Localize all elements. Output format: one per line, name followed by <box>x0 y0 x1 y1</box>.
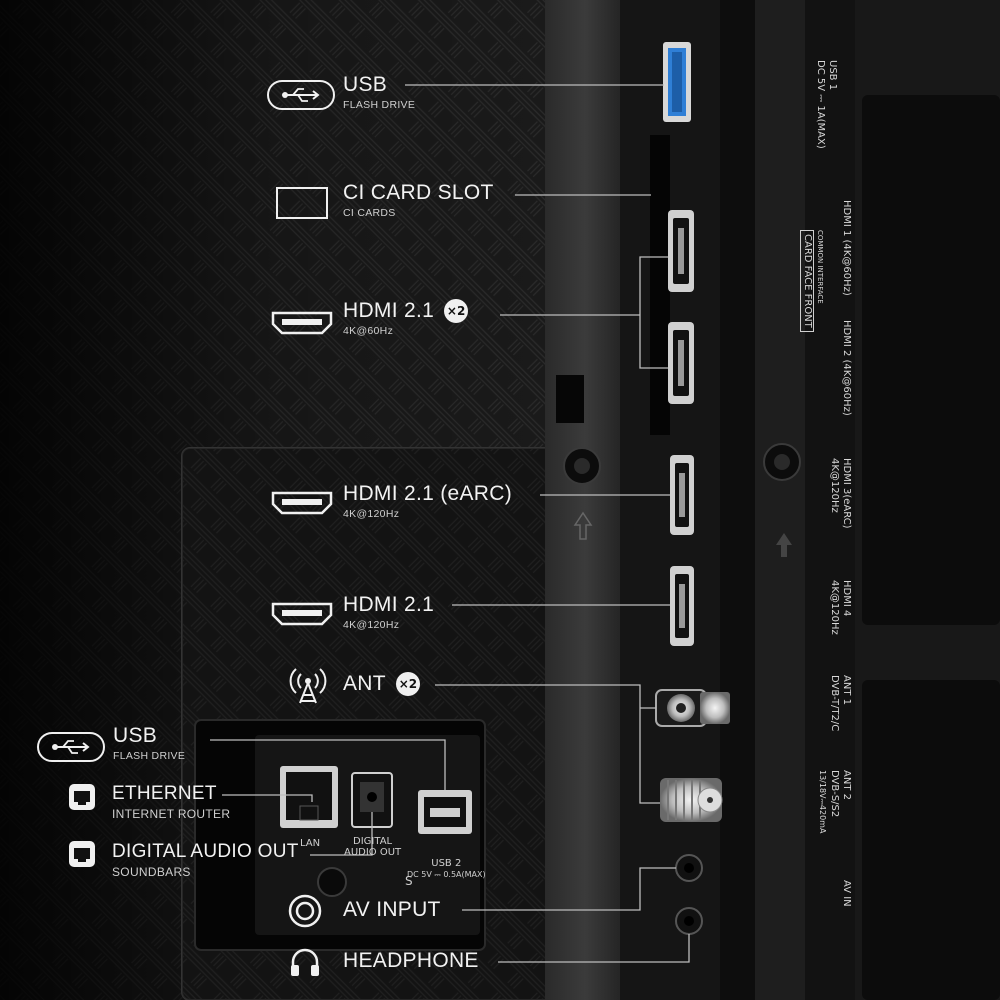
ant1-print: ANT 1 DVB-T/T2/C <box>828 675 852 731</box>
digital-audio-subtitle: SOUNDBARS <box>112 865 191 879</box>
av-input-label: AV INPUT <box>343 898 441 922</box>
headphone-title: HEADPHONE <box>343 949 479 972</box>
ant1-print-line2: DVB-T/T2/C <box>829 675 840 732</box>
hdmi-120-title: HDMI 2.1 <box>343 593 435 616</box>
hdmi1-port <box>668 210 694 292</box>
headphone-label: HEADPHONE <box>343 949 479 973</box>
hdmi1-print-text: HDMI 1 (4K@60Hz) <box>841 200 852 296</box>
digital-audio-title: DIGITAL AUDIO OUT <box>112 841 299 862</box>
optical-port <box>351 772 393 828</box>
ant-count-badge: ×2 <box>395 672 420 696</box>
ant2-connector <box>660 778 723 822</box>
hdmi2-print-text: HDMI 2 (4K@60Hz) <box>841 320 852 416</box>
ant2-print-line1: ANT 2 <box>841 770 852 800</box>
usb2-port <box>418 790 472 834</box>
hdmi4-port <box>670 566 694 646</box>
hdmi-60-label: HDMI 2.1 ×2 4K@60Hz <box>343 299 469 337</box>
usb-icon <box>267 80 335 110</box>
av-in-print: AV IN <box>840 880 852 907</box>
s-mark-text: S <box>405 874 413 888</box>
ci-slot-title: CI CARD SLOT <box>343 181 494 204</box>
ci-slot-subtitle: CI CARDS <box>343 207 396 219</box>
hdmi-earc-subtitle: 4K@120Hz <box>343 508 400 520</box>
hdmi3-print-line2: 4K@120Hz <box>829 458 840 513</box>
hdmi4-print-line1: HDMI 4 <box>841 580 852 617</box>
hdmi3-print-line1: HDMI 3(eARC) <box>841 458 852 529</box>
digital-audio-print-line2: AUDIO OUT <box>344 847 402 858</box>
usb2-print-line1: USB 2 <box>431 858 462 869</box>
lan-port <box>280 766 338 828</box>
hdmi3-print: HDMI 3(eARC) 4K@120Hz <box>828 458 852 529</box>
hdmi2-print: HDMI 2 (4K@60Hz) <box>840 320 852 416</box>
hdmi-60-count-badge: ×2 <box>444 299 469 323</box>
digital-audio-print: DIGITAL AUDIO OUT <box>344 836 401 858</box>
usb1-print: USB 1 DC 5V ⎓ 1A(MAX) <box>814 60 838 149</box>
usb-top-label: USB FLASH DRIVE <box>343 73 415 111</box>
hdmi-60-subtitle: 4K@60Hz <box>343 325 394 337</box>
hdmi3-port <box>670 455 694 535</box>
usb-bottom-subtitle: FLASH DRIVE <box>113 750 186 762</box>
digital-audio-print-line1: DIGITAL <box>353 836 393 847</box>
usb-bottom-label: USB FLASH DRIVE <box>113 724 185 762</box>
ant1-connector <box>655 689 730 727</box>
usb2-print-line2: DC 5V ⎓ 0.5A(MAX) <box>407 870 486 879</box>
ci-print-line2: CARD FACE FRONT <box>800 230 814 332</box>
av-in-jack <box>675 854 703 882</box>
hdmi-120-label: HDMI 2.1 4K@120Hz <box>343 593 434 631</box>
headphone-icon <box>291 948 319 976</box>
hdmi-icon <box>271 311 333 335</box>
av-in-print-text: AV IN <box>841 880 852 907</box>
usb1-print-line2: DC 5V ⎓ 1A(MAX) <box>815 60 826 149</box>
hdmi4-print: HDMI 4 4K@120Hz <box>828 580 852 635</box>
usb-bottom-title: USB <box>113 724 158 747</box>
antenna-icon <box>289 668 327 704</box>
ci-card-icon <box>276 187 328 219</box>
ant-label: ANT ×2 <box>343 672 420 696</box>
usb-top-title: USB <box>343 73 388 96</box>
hdmi1-print: HDMI 1 (4K@60Hz) <box>840 200 852 296</box>
usb-icon <box>37 732 105 762</box>
ethernet-icon <box>69 784 95 810</box>
optical-icon <box>69 841 95 867</box>
lan-print-text: LAN <box>300 838 321 849</box>
usb1-print-line1: USB 1 <box>827 60 838 91</box>
av-input-title: AV INPUT <box>343 898 441 921</box>
hdmi-icon <box>271 602 333 626</box>
common-interface-print: COMMON INTERFACE CARD FACE FRONT <box>800 230 826 332</box>
ant2-print: ANT 2 DVB-S/S2 13/18V⎓420mA <box>816 770 852 833</box>
leader-lines <box>210 84 690 963</box>
ci-card-slot <box>650 135 670 435</box>
av-icon <box>288 894 322 928</box>
headphone-jack <box>675 907 703 935</box>
hdmi4-print-line2: 4K@120Hz <box>829 580 840 635</box>
ant2-print-line2: DVB-S/S2 <box>829 770 840 818</box>
ethernet-title: ETHERNET <box>112 783 217 804</box>
ant2-print-line3: 13/18V⎓420mA <box>818 770 827 834</box>
lan-print: LAN <box>300 838 320 849</box>
hdmi-earc-label: HDMI 2.1 (eARC) 4K@120Hz <box>343 482 512 520</box>
ant1-print-line1: ANT 1 <box>841 675 852 705</box>
usb-top-subtitle: FLASH DRIVE <box>343 99 416 111</box>
ethernet-subtitle: INTERNET ROUTER <box>112 807 231 821</box>
hdmi-120-subtitle: 4K@120Hz <box>343 619 400 631</box>
hdmi2-port <box>668 322 694 404</box>
ant-title: ANT <box>343 672 386 695</box>
usb2-print: USB 2 DC 5V ⎓ 0.5A(MAX) <box>407 858 486 880</box>
hdmi-60-title: HDMI 2.1 <box>343 299 435 322</box>
ethernet-label: ETHERNET INTERNET ROUTER <box>112 783 230 821</box>
digital-audio-label: DIGITAL AUDIO OUT SOUNDBARS <box>112 841 299 879</box>
hdmi-icon <box>271 491 333 515</box>
hdmi-earc-title: HDMI 2.1 (eARC) <box>343 482 513 505</box>
s-mark-print: S <box>405 874 413 888</box>
ci-slot-label: CI CARD SLOT CI CARDS <box>343 181 494 219</box>
ci-print-line1: COMMON INTERFACE <box>816 230 824 304</box>
side-rail <box>545 0 625 1000</box>
